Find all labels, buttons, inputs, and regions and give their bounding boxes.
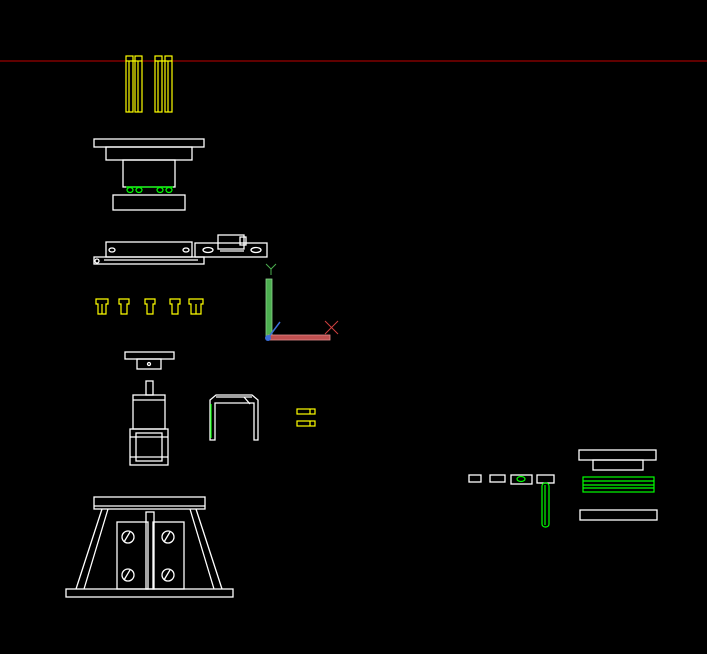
right-plate-assembly[interactable] <box>578 449 658 521</box>
u-bracket[interactable] <box>209 394 259 441</box>
long-bolts[interactable] <box>125 55 173 113</box>
bolt-heads-green <box>126 186 173 194</box>
motor-assembly[interactable] <box>124 351 175 466</box>
ucs-origin <box>265 335 271 341</box>
ucs-x-label-glyph <box>324 320 339 335</box>
ucs-x-axis <box>267 334 331 341</box>
top-plate-assembly[interactable] <box>93 138 205 211</box>
linear-rail-assembly[interactable] <box>93 234 268 265</box>
ucs-icon[interactable] <box>265 263 339 341</box>
ucs-y-label-glyph <box>265 263 277 275</box>
ucs-z-axis <box>267 321 281 339</box>
small-pins[interactable] <box>296 408 316 427</box>
base-frame[interactable] <box>65 496 234 598</box>
ucs-y-axis <box>265 278 273 338</box>
short-screws[interactable] <box>95 298 204 315</box>
right-side-parts[interactable] <box>468 474 555 528</box>
